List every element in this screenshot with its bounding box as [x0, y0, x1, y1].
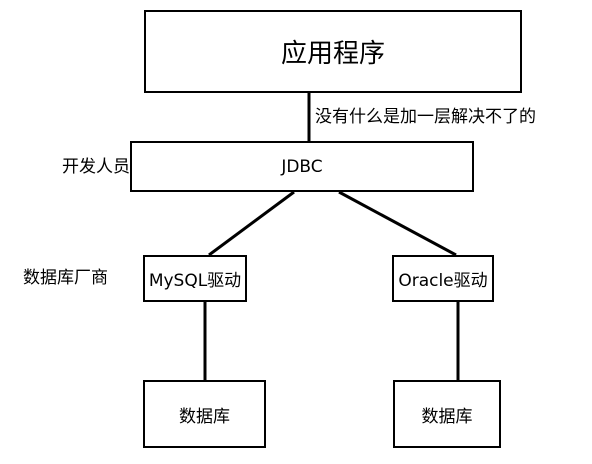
jdbc-label: JDBC — [281, 156, 323, 177]
database-node-right: 数据库 — [393, 380, 501, 448]
developer-label: 开发人员 — [62, 157, 130, 177]
application-label: 应用程序 — [280, 39, 385, 69]
database-label-right: 数据库 — [421, 406, 473, 427]
database-node-left: 数据库 — [143, 380, 266, 448]
edge-jdbc-oracle — [338, 190, 457, 257]
edge-jdbc-mysql — [208, 190, 295, 257]
mysql-driver-label: MySQL驱动 — [148, 271, 242, 291]
jdbc-node: JDBC — [130, 141, 474, 192]
annotation-label: 没有什么是加一层解决不了的 — [315, 107, 536, 127]
database-label-left: 数据库 — [179, 406, 230, 427]
oracle-driver-label: Oracle驱动 — [398, 271, 488, 291]
application-node: 应用程序 — [144, 10, 522, 93]
oracle-driver-node: Oracle驱动 — [392, 255, 494, 302]
vendor-label: 数据库厂商 — [23, 268, 108, 288]
mysql-driver-node: MySQL驱动 — [143, 255, 247, 302]
